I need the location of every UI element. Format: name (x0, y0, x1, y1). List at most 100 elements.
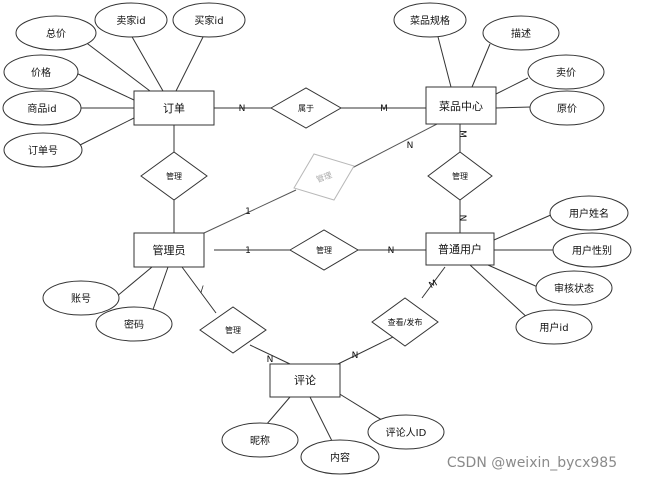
attr-admin-account-label: 账号 (71, 293, 91, 305)
entities: 订单 菜品中心 管理员 普通用户 评论 (133, 86, 497, 398)
attr-dish-sale-price-label: 卖价 (556, 67, 576, 79)
line-admin-faded (203, 189, 297, 234)
attr-order-seller-id: 卖家id (94, 2, 168, 38)
line-order-buyer (175, 34, 205, 92)
entity-order-label: 订单 (163, 102, 185, 115)
attr-order-price: 价格 (3, 54, 79, 90)
card-admin-faded: 1 (245, 207, 251, 217)
line-dish-desc (471, 43, 491, 88)
entity-user-label: 普通用户 (438, 242, 482, 256)
attributes: 总价 卖家id 买家id 价格 商品id 订单号 菜品规格 描述 (2, 2, 632, 475)
rel-manage-user-label: 管理 (316, 245, 332, 255)
line-user-id (469, 264, 531, 321)
attr-admin-account: 账号 (42, 280, 120, 316)
attr-dish-spec-label: 菜品规格 (410, 14, 450, 27)
attr-order-buyer-id-label: 买家id (194, 14, 223, 27)
attr-dish-desc: 描述 (482, 15, 560, 51)
attr-dish-orig-price: 原价 (529, 90, 605, 126)
rel-manage-order-label: 管理 (166, 171, 182, 181)
attr-dish-spec: 菜品规格 (393, 2, 467, 38)
attr-user-id-label: 用户id (539, 321, 568, 334)
rel-manage-comment-label: 管理 (225, 325, 241, 335)
card-belongs-dish: M (380, 104, 388, 114)
cardinalities: N M N 1 M N 1 N / N N M (200, 104, 467, 365)
rel-belongs: 属于 (269, 87, 343, 129)
rel-manage-dish-faded: 管理 (293, 153, 355, 201)
attr-dish-desc-label: 描述 (511, 27, 531, 40)
attr-user-name-label: 用户姓名 (569, 207, 609, 220)
entity-admin-label: 管理员 (153, 243, 186, 257)
rel-manage-dish-label: 管理 (452, 171, 468, 181)
attr-user-gender: 用户性别 (552, 232, 632, 268)
attr-comment-content-label: 内容 (330, 451, 350, 464)
rel-belongs-label: 属于 (298, 104, 314, 113)
entity-user: 普通用户 (425, 232, 495, 266)
line-admin-account (115, 266, 153, 298)
attr-comment-content: 内容 (300, 439, 380, 475)
rel-review-publish-label: 查看/发布 (388, 317, 423, 327)
attr-admin-password-label: 密码 (124, 318, 144, 331)
line-managecomment-comment (249, 344, 291, 365)
rel-manage-comment: 管理 (199, 306, 267, 354)
attr-user-gender-label: 用户性别 (572, 244, 612, 257)
entity-admin: 管理员 (133, 232, 205, 268)
rel-manage-user: 管理 (289, 229, 359, 271)
card-user-review-m: M (428, 279, 440, 292)
line-faded-dish (351, 123, 438, 169)
attr-order-no: 订单号 (3, 132, 83, 168)
card-dish-manage: M (457, 130, 467, 138)
card-admin-comment: / (200, 285, 204, 295)
attr-order-product-id: 商品id (2, 90, 82, 126)
attr-order-total-label: 总价 (46, 27, 66, 40)
attr-user-audit-label: 审核状态 (554, 282, 594, 295)
attr-order-total: 总价 (15, 15, 97, 51)
attr-dish-orig-price-label: 原价 (557, 103, 577, 115)
watermark-text: CSDN @weixin_bycx985 (447, 455, 617, 471)
line-comment-content (309, 396, 334, 444)
line-dish-sale (495, 77, 529, 95)
entity-comment-label: 评论 (294, 373, 316, 387)
attr-comment-nickname: 昵称 (221, 422, 299, 458)
line-user-name (493, 213, 554, 241)
attr-order-price-label: 价格 (31, 66, 51, 79)
rel-manage-dish: 管理 (427, 151, 493, 201)
line-user-audit (487, 264, 541, 289)
entity-dish-center-label: 菜品中心 (439, 100, 483, 113)
card-dish-faded: N (407, 141, 414, 151)
rel-review-publish: 查看/发布 (371, 297, 439, 347)
attr-comment-user-id-label: 评论人ID (386, 426, 427, 439)
attr-user-name: 用户姓名 (549, 195, 629, 231)
attr-order-seller-id-label: 卖家id (116, 14, 145, 27)
line-order-total (79, 37, 151, 92)
line-dish-spec (436, 32, 452, 88)
attr-order-no-label: 订单号 (28, 145, 58, 157)
entity-order: 订单 (133, 90, 215, 126)
entity-comment: 评论 (269, 363, 341, 398)
line-review-comment (337, 335, 396, 365)
attr-dish-sale-price: 卖价 (527, 54, 605, 90)
entity-dish-center: 菜品中心 (425, 86, 497, 125)
card-manage-user-left: N (388, 246, 395, 256)
attr-order-buyer-id: 买家id (172, 2, 246, 38)
attr-order-product-id-label: 商品id (27, 102, 56, 115)
line-comment-userid (337, 392, 386, 423)
card-order-belongs: N (239, 104, 246, 114)
relationships: 属于 管理 管理 管理 管理 管理 查看/发布 (140, 87, 493, 354)
line-order-no (79, 117, 135, 146)
card-admin-manage: 1 (245, 246, 251, 256)
card-review-comment-n: N (352, 351, 359, 361)
attr-comment-nickname-label: 昵称 (250, 434, 270, 447)
attr-user-id: 用户id (515, 309, 593, 345)
line-order-price (75, 72, 135, 101)
attr-user-audit: 审核状态 (535, 270, 613, 306)
line-admin-managecomment (181, 266, 217, 314)
line-dish-orig (495, 106, 532, 109)
line-order-seller (130, 34, 164, 92)
attr-comment-user-id: 评论人ID (367, 414, 445, 450)
attr-admin-password: 密码 (95, 306, 173, 342)
line-user-review (421, 266, 446, 299)
rel-manage-order: 管理 (140, 151, 208, 201)
card-manage-user-top: N (457, 215, 467, 222)
